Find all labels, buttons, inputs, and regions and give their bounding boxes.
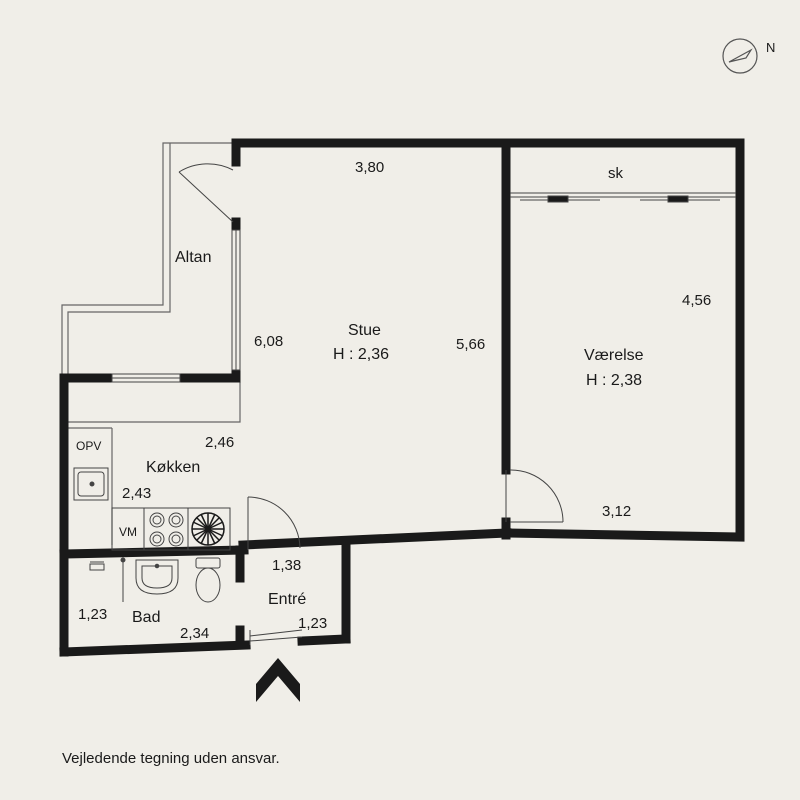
dim-bad-depth: 1,23 [78,606,107,623]
dim-koekken-depth: 2,43 [122,485,151,502]
washing-machine-label: VM [119,525,137,539]
dim-stue-length: 6,08 [254,333,283,350]
stove-icon [149,512,184,547]
dim-koekken-width: 2,46 [205,434,234,451]
shower-icon [89,557,126,602]
compass-icon [722,38,758,74]
room-label-entre: Entré [268,591,306,608]
room-label-stue: Stue [348,322,381,339]
dim-entre-depth: 1,23 [298,615,327,632]
washbasin-icon [135,559,179,595]
dim-bad-width: 2,34 [180,625,209,642]
room-label-altan: Altan [175,249,211,266]
room-height-stue: H : 2,36 [333,346,389,363]
dim-vaerelse-width: 3,12 [602,503,631,520]
balcony-door [111,163,241,383]
kitchen-counter [111,507,231,551]
room-label-bad: Bad [132,609,160,626]
disclaimer-text: Vejledende tegning uden ansvar. [62,750,280,767]
dishwasher-label: OPV [76,439,101,453]
walls [59,138,745,657]
dim-vaerelse-length: 4,56 [682,292,711,309]
room-height-vaerelse: H : 2,38 [586,372,642,389]
compass-north-label: N [766,40,775,55]
dim-stue-right: 5,66 [456,336,485,353]
bedroom-door [505,469,564,523]
closet [510,192,736,203]
entrance-arrow-icon [256,658,300,702]
dim-stue-width: 3,80 [355,159,384,176]
dim-entre-width: 1,38 [272,557,301,574]
toilet-icon [195,557,221,603]
room-label-vaerelse: Værelse [584,347,644,364]
entry-door [247,496,303,645]
room-label-koekken: Køkken [146,459,200,476]
extractor-fan-icon [191,512,225,546]
kitchen-sink [73,467,109,501]
closet-label: sk [608,165,624,182]
